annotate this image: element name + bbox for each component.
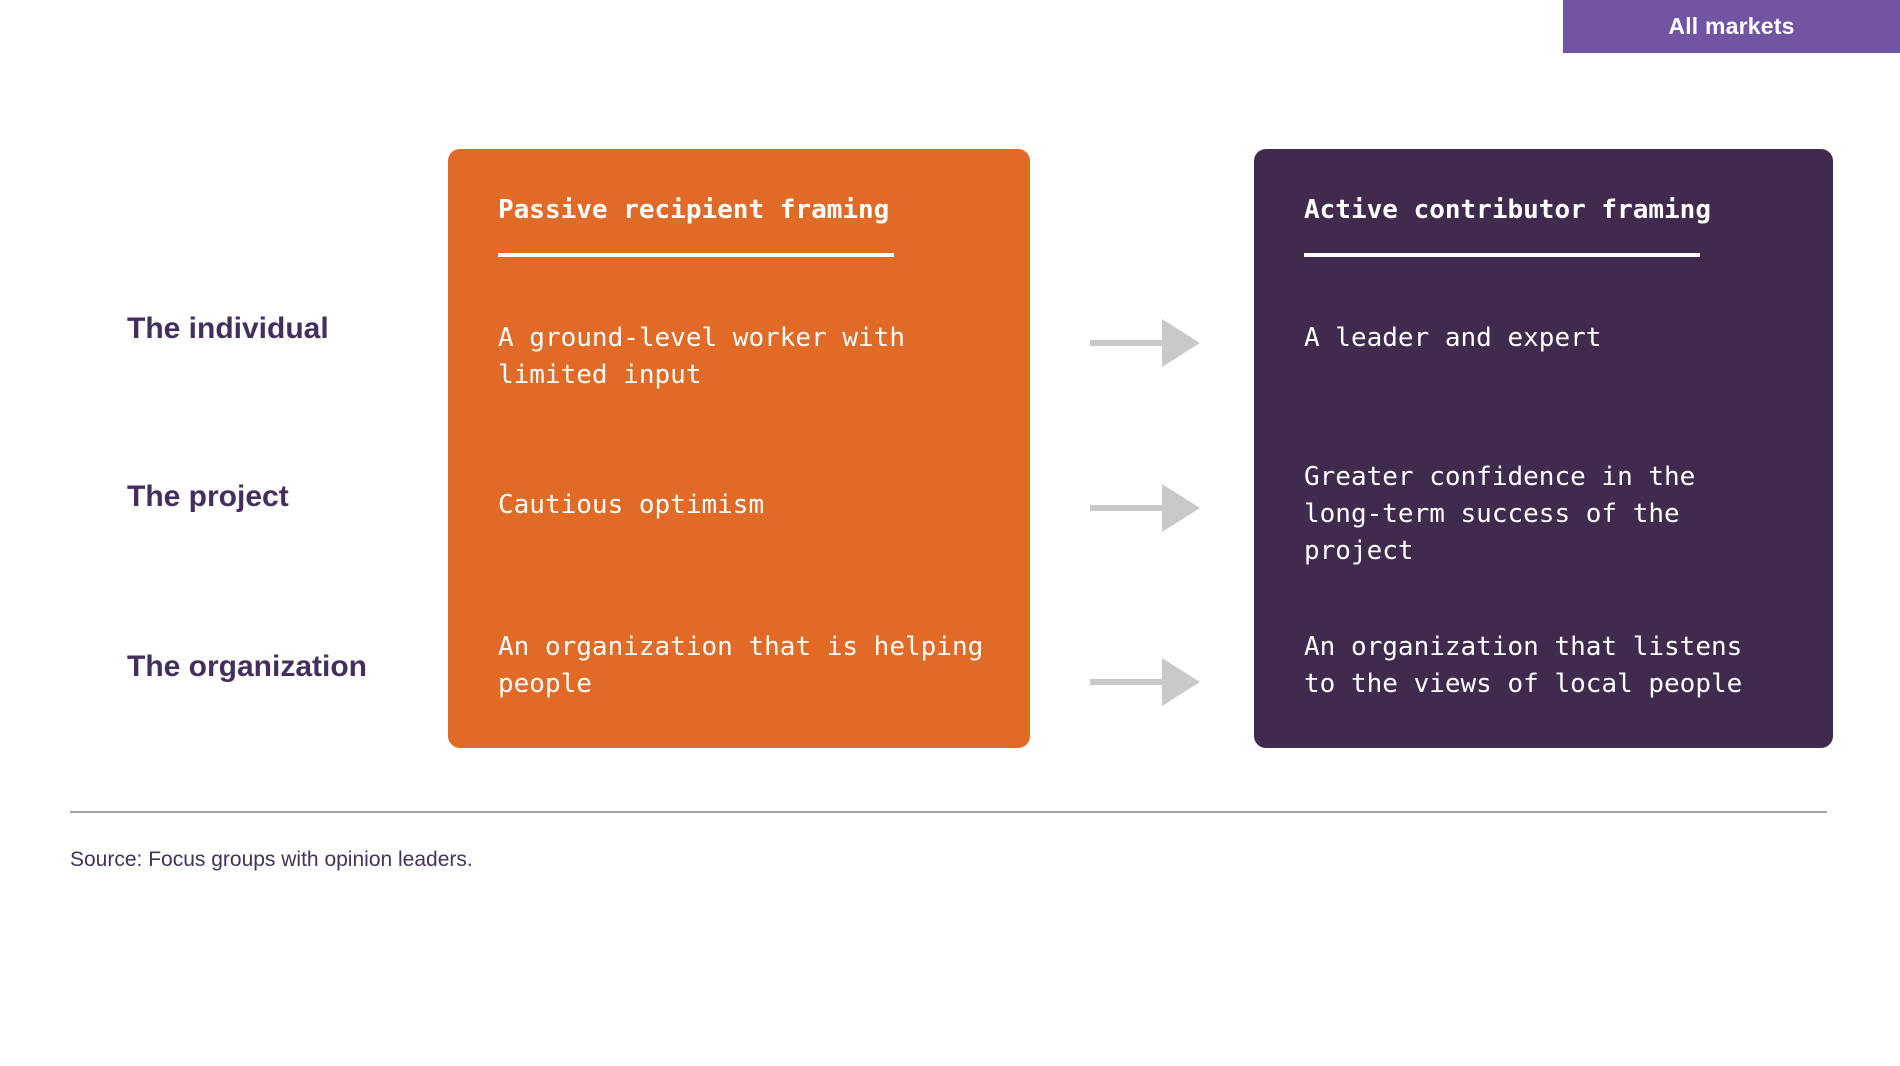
arrow-right-icon [1090,658,1200,706]
passive-project-text: Cautious optimism [498,490,765,520]
badge-label: All markets [1668,13,1795,39]
source-note: Source: Focus groups with opinion leader… [70,848,473,871]
title-underline [1304,253,1700,257]
all-markets-badge[interactable]: All markets [1563,0,1900,53]
active-project-text: Greater confidence in the long-term succ… [1304,462,1696,566]
active-box-title: Active contributor framing [1304,195,1711,225]
row-label-project: The project [127,480,289,513]
passive-framing-box: Passive recipient framing A ground-level… [448,149,1030,748]
row-label-individual: The individual [127,312,329,345]
passive-individual-text: A ground-level worker with limited input [498,323,905,390]
arrow-right-icon [1090,319,1200,367]
active-organization-text: An organization that listens to the view… [1304,632,1743,699]
title-underline [498,253,894,257]
passive-box-title: Passive recipient framing [498,195,890,225]
active-framing-box: Active contributor framing A leader and … [1254,149,1833,748]
active-individual-text: A leader and expert [1304,323,1602,353]
row-label-organization: The organization [127,650,367,683]
footer-divider [70,811,1827,813]
passive-organization-text: An organization that is helping people [498,632,984,699]
arrow-right-icon [1090,484,1200,532]
